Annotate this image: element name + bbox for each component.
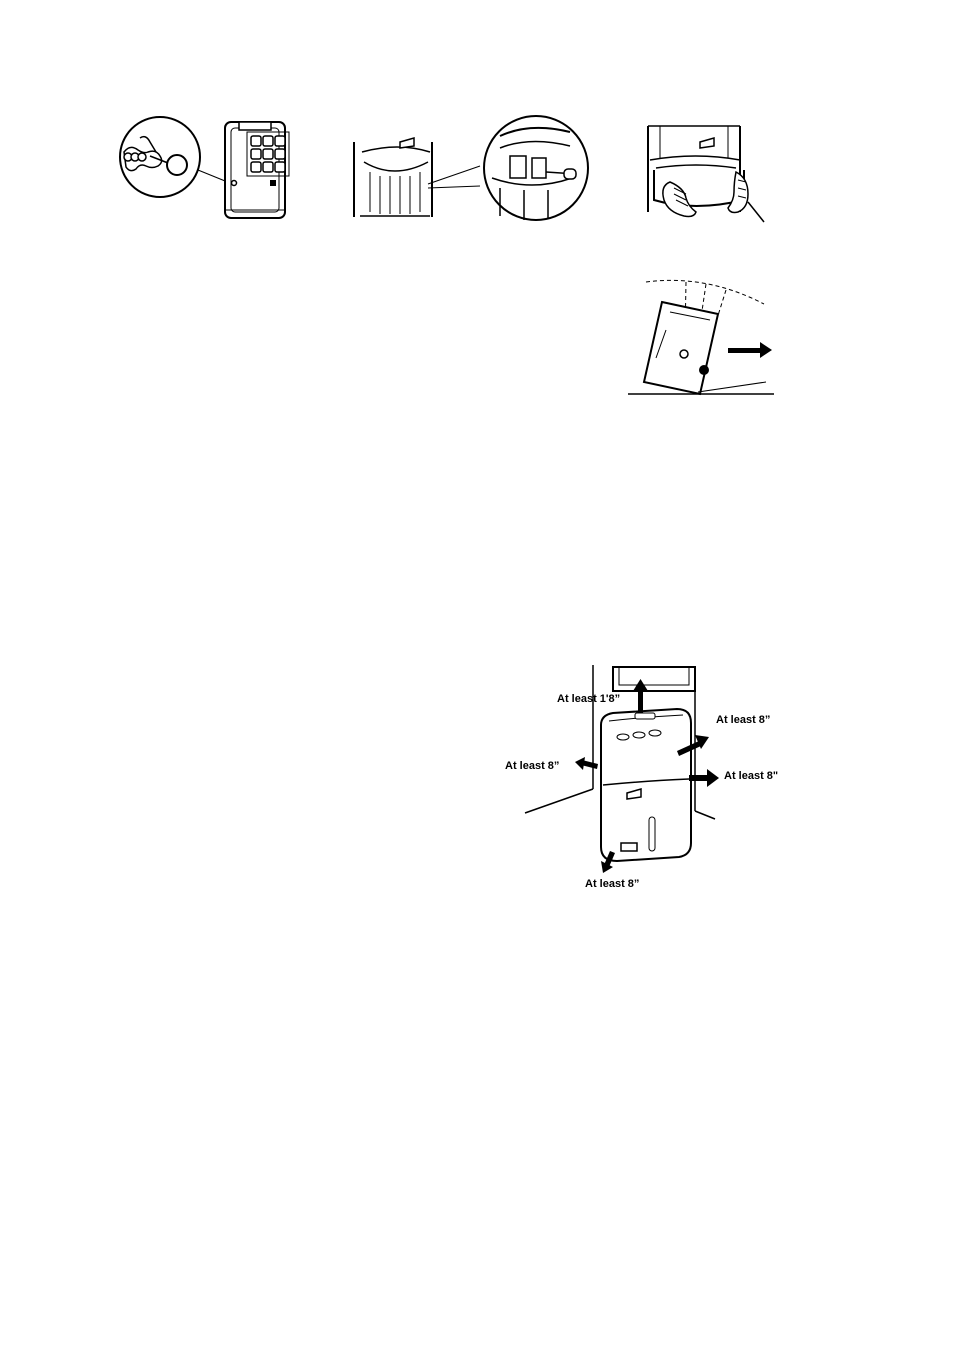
remove-bucket-illustration — [647, 125, 765, 223]
unit-rear-drain-figure — [110, 110, 310, 225]
tilt-unit-illustration — [628, 279, 774, 396]
bucket-float-figure — [350, 112, 590, 227]
clearance-bottom-label: At least 8” — [585, 878, 640, 890]
bucket-float-illustration — [353, 115, 589, 221]
clearance-top-right-label: At least 8” — [716, 714, 771, 726]
clearance-figure: At least 1'8” At least 8” At least 8" At… — [505, 665, 805, 895]
unit-rear-drain-illustration — [119, 116, 290, 219]
clearance-top-label: At least 1'8” — [557, 693, 621, 705]
clearance-right-label: At least 8" — [724, 770, 779, 782]
clearance-left-label: At least 8” — [505, 760, 560, 772]
clearance-illustration — [524, 665, 719, 873]
tilt-unit-figure — [626, 270, 776, 402]
remove-bucket-figure — [640, 122, 770, 227]
